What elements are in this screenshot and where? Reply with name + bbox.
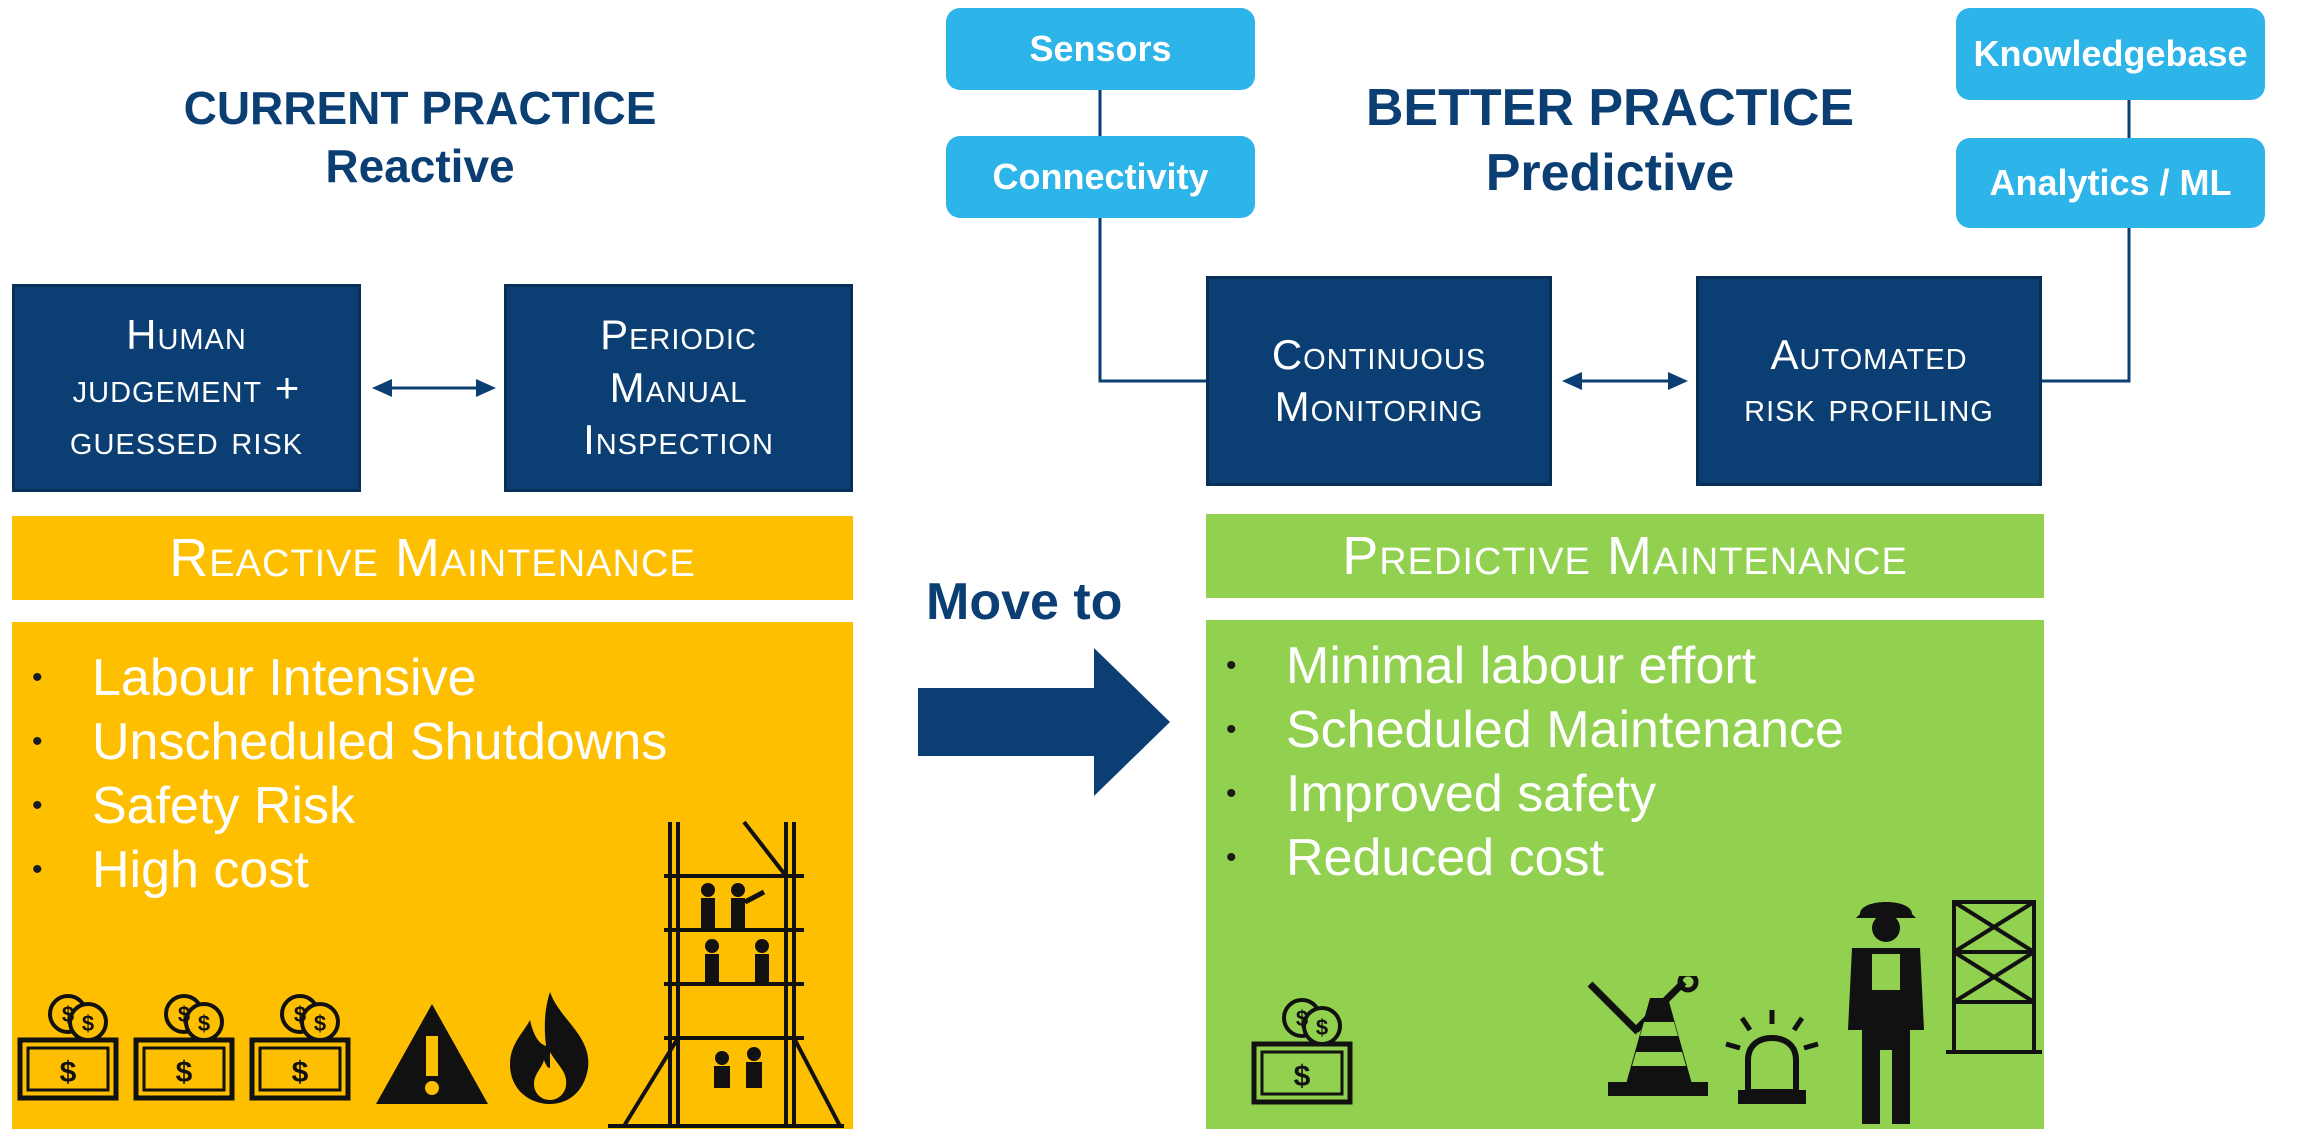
list-item: •Minimal labour effort — [1226, 637, 1757, 695]
tools-cone-icon — [1587, 976, 1708, 1096]
svg-text:$: $ — [176, 1056, 193, 1089]
big-arrow-icon — [918, 648, 1170, 796]
continuous-monitoring-line: Continuous — [1271, 330, 1487, 378]
knowledgebase-pill: Knowledgebase — [1956, 8, 2265, 100]
analytics-pill: Analytics / ML — [1956, 138, 2265, 228]
money-icon: $ $ $ — [17, 994, 119, 1101]
move-to-label: Move to — [926, 573, 1123, 631]
sensors-label: Sensors — [1029, 28, 1172, 69]
human-judgement-line: judgement + — [72, 363, 301, 411]
automated-risk-profiling-box: Automated risk profiling — [1696, 276, 2042, 486]
scaffold-workers-icon — [608, 820, 844, 1128]
reactive-maintenance-label: Reactive Maintenance — [169, 528, 696, 588]
connectivity-pill: Connectivity — [946, 136, 1255, 218]
predictive-maintenance-band: Predictive Maintenance — [1206, 514, 2044, 598]
svg-text:$: $ — [292, 1056, 309, 1089]
svg-text:$: $ — [178, 1002, 190, 1027]
human-judgement-box: Human judgement + guessed risk — [12, 284, 361, 492]
list-item: •Reduced cost — [1226, 829, 1604, 887]
list-item: •Safety Risk — [32, 777, 355, 835]
money-icon: $ $ $ — [249, 994, 351, 1101]
human-judgement-line: Human — [126, 311, 247, 359]
right-heading-subtitle: Predictive — [1485, 144, 1735, 202]
periodic-inspection-box: Periodic Manual Inspection — [504, 284, 853, 492]
knowledgebase-label: Knowledgebase — [1973, 33, 2248, 74]
svg-text:$: $ — [82, 1011, 94, 1036]
left-heading-subtitle: Reactive — [325, 139, 515, 192]
automated-risk-profiling-line: Automated — [1770, 330, 1968, 378]
list-item: •Improved safety — [1226, 765, 1656, 823]
periodic-inspection-line: Manual — [609, 363, 748, 411]
svg-text:$: $ — [314, 1011, 326, 1036]
list-item: •Unscheduled Shutdowns — [32, 713, 668, 771]
money-icon: $ $ $ — [133, 994, 235, 1101]
svg-text:$: $ — [1316, 1015, 1328, 1040]
right-heading: BETTER PRACTICE Predictive — [1300, 76, 1920, 206]
continuous-monitoring-line: Monitoring — [1274, 383, 1484, 430]
continuous-monitoring-box: Continuous Monitoring — [1206, 276, 1552, 486]
money-icon: $ $ $ — [1251, 998, 1353, 1105]
reactive-panel: •Labour Intensive •Unscheduled Shutdowns… — [12, 622, 853, 1129]
reactive-maintenance-band: Reactive Maintenance — [12, 516, 853, 600]
predictive-bullet-list: •Minimal labour effort •Scheduled Mainte… — [1206, 634, 2044, 890]
list-item: •Scheduled Maintenance — [1226, 701, 1844, 759]
svg-text:$: $ — [1296, 1006, 1308, 1031]
analytics-label: Analytics / ML — [1989, 162, 2232, 203]
list-item: •High cost — [32, 841, 309, 899]
list-item: •Labour Intensive — [32, 649, 477, 707]
alarm-beacon-icon — [1725, 1010, 1819, 1104]
svg-text:$: $ — [294, 1002, 306, 1027]
right-heading-title: BETTER PRACTICE — [1365, 79, 1855, 137]
predictive-panel: •Minimal labour effort •Scheduled Mainte… — [1206, 620, 2044, 1129]
automated-risk-profiling-line: risk profiling — [1744, 383, 1994, 430]
left-heading-title: CURRENT PRACTICE — [183, 82, 657, 134]
predictive-maintenance-label: Predictive Maintenance — [1342, 526, 1908, 586]
svg-text:$: $ — [60, 1056, 77, 1089]
svg-text:$: $ — [198, 1011, 210, 1036]
svg-text:$: $ — [1294, 1060, 1311, 1093]
worker-scaffold-icon — [1848, 900, 2042, 1124]
fire-icon — [510, 992, 589, 1104]
periodic-inspection-line: Inspection — [583, 416, 774, 464]
connectivity-label: Connectivity — [992, 156, 1209, 197]
reactive-bullet-list: •Labour Intensive •Unscheduled Shutdowns… — [12, 646, 853, 902]
svg-text:$: $ — [62, 1002, 74, 1027]
left-heading: CURRENT PRACTICE Reactive — [110, 80, 730, 195]
periodic-inspection-line: Periodic — [600, 311, 757, 359]
human-judgement-line: guessed risk — [69, 416, 304, 464]
warning-icon — [376, 1004, 488, 1104]
sensors-pill: Sensors — [946, 8, 1255, 90]
